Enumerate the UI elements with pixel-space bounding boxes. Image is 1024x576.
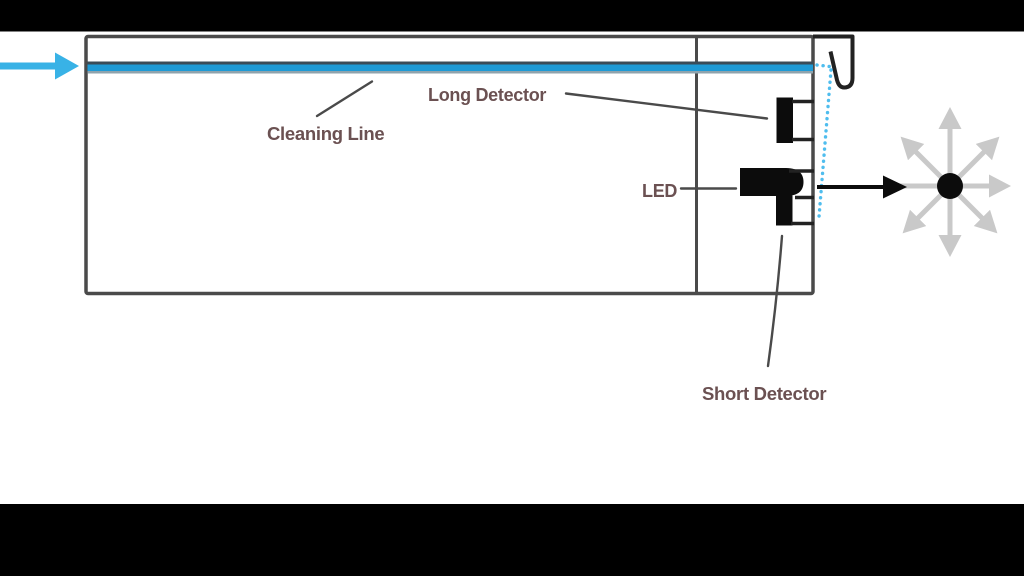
- leader-lines: [315, 80, 784, 368]
- light-scatter-burst-icon: [886, 107, 1011, 257]
- led-label: LED: [642, 181, 677, 201]
- cleaning-line-ink: [87, 64, 813, 71]
- cleaning-line-stripe: [87, 61, 813, 74]
- cleaning-line-leader: [315, 80, 374, 118]
- long-detector-assembly: [776, 97, 814, 143]
- letterbox-bottom-bar: [0, 504, 1024, 576]
- emission-arrow-head: [883, 175, 907, 199]
- led-block: [740, 168, 804, 196]
- letterbox-top-bar: [0, 0, 1024, 32]
- long-detector-block: [776, 97, 793, 143]
- ink-path-horizontal-dots: [815, 63, 832, 69]
- long-detector-label: Long Detector: [428, 85, 546, 105]
- long-detector-leader: [564, 92, 769, 120]
- cleaning-line-top-edge: [87, 61, 813, 65]
- cleaning-line-label: Cleaning Line: [267, 123, 384, 144]
- ink-path-falling-dots: [817, 68, 833, 219]
- short-detector-label: Short Detector: [702, 383, 826, 404]
- inlet-arrow-shaft: [0, 62, 57, 70]
- cleaning-line-bottom-edge: [87, 71, 813, 74]
- short-detector-leader: [766, 234, 784, 368]
- cartridge-body-outline: [84, 34, 815, 296]
- led-assembly: [740, 168, 814, 200]
- short-detector-assembly: [776, 195, 814, 226]
- led-emission-arrow-icon: [817, 175, 907, 199]
- ink-outlet-hook: [813, 34, 855, 90]
- scatter-center-dot: [937, 173, 963, 199]
- ink-inlet-arrow-icon: [0, 52, 79, 80]
- inlet-arrow-head: [55, 52, 79, 80]
- short-detector-block: [776, 195, 793, 226]
- dotted-ink-path-icon: [815, 63, 833, 219]
